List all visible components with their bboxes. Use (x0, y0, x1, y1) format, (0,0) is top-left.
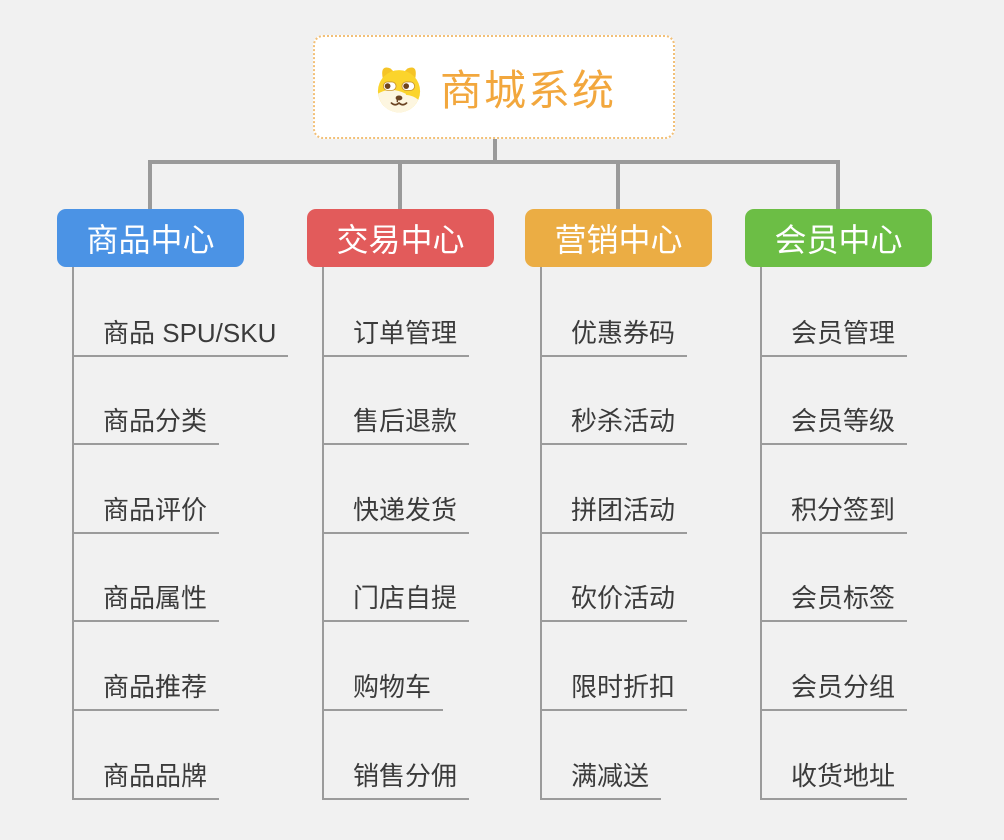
leaf-node[interactable]: 商品 SPU/SKU (72, 316, 289, 357)
branch-member-center: 会员中心 会员管理 会员等级 积分签到 会员标签 会员分组 收货地址 (745, 209, 932, 809)
leaf-node[interactable]: 销售分佣 (322, 759, 470, 800)
leaf-node[interactable]: 商品分类 (72, 404, 220, 445)
leaf-node[interactable]: 商品品牌 (72, 759, 220, 800)
leaf-node[interactable]: 售后退款 (322, 404, 470, 445)
leaf-node[interactable]: 商品评价 (72, 493, 220, 534)
leaf-node[interactable]: 优惠券码 (540, 316, 688, 357)
leaf-node[interactable]: 订单管理 (322, 316, 470, 357)
leaf-node[interactable]: 门店自提 (322, 581, 470, 622)
leaf-node[interactable]: 会员标签 (760, 581, 908, 622)
connector-drop-branch-1 (148, 160, 152, 209)
leaf-node[interactable]: 快递发货 (322, 493, 470, 534)
dog-face-icon (377, 67, 421, 113)
leaf-node[interactable]: 积分签到 (760, 493, 908, 534)
leaf-node[interactable]: 满减送 (540, 759, 662, 800)
leaf-node[interactable]: 商品推荐 (72, 670, 220, 711)
root-node-title: 商城系统 (439, 66, 616, 114)
branch-node-member-center[interactable]: 会员中心 (745, 209, 932, 267)
root-node[interactable]: 商城系统 (313, 35, 675, 139)
branch-node-marketing-center[interactable]: 营销中心 (525, 209, 712, 267)
branch-trade-center: 交易中心 订单管理 售后退款 快递发货 门店自提 购物车 销售分佣 (307, 209, 494, 809)
leaf-node[interactable]: 限时折扣 (540, 670, 688, 711)
connector-root-stub (493, 139, 497, 162)
connector-drop-branch-4 (836, 160, 840, 209)
connector-bus (148, 160, 840, 164)
branch-node-product-center[interactable]: 商品中心 (57, 209, 244, 267)
branch-node-trade-center[interactable]: 交易中心 (307, 209, 494, 267)
connector-drop-branch-2 (398, 160, 402, 209)
branch-product-center: 商品中心 商品 SPU/SKU 商品分类 商品评价 商品属性 商品推荐 商品品牌 (57, 209, 289, 809)
leaf-node[interactable]: 会员管理 (760, 316, 908, 357)
leaf-node[interactable]: 商品属性 (72, 581, 220, 622)
leaf-node[interactable]: 会员分组 (760, 670, 908, 711)
leaf-node[interactable]: 收货地址 (760, 759, 908, 800)
connector-drop-branch-3 (616, 160, 620, 209)
branch-marketing-center: 营销中心 优惠券码 秒杀活动 拼团活动 砍价活动 限时折扣 满减送 (525, 209, 712, 809)
leaf-node[interactable]: 会员等级 (760, 404, 908, 445)
leaf-node[interactable]: 购物车 (322, 670, 444, 711)
leaf-node[interactable]: 拼团活动 (540, 493, 688, 534)
leaf-node[interactable]: 砍价活动 (540, 581, 688, 622)
leaf-node[interactable]: 秒杀活动 (540, 404, 688, 445)
